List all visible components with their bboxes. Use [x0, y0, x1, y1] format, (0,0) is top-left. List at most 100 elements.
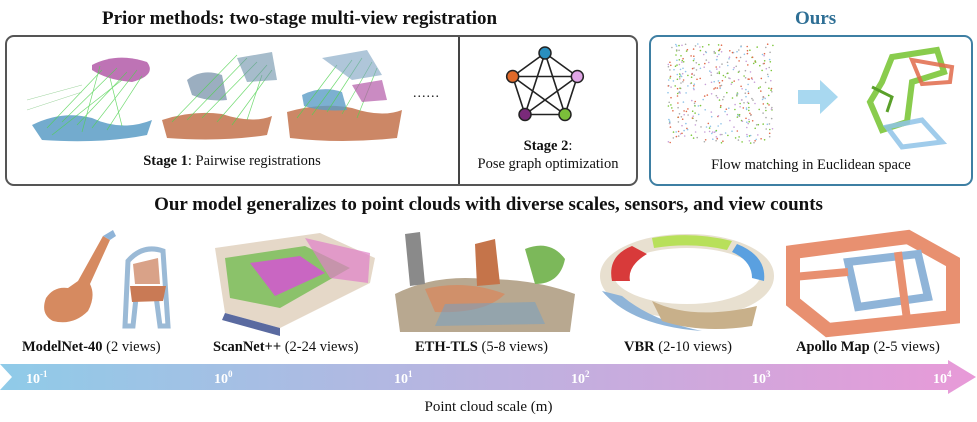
- noise-point: [770, 69, 773, 72]
- noise-point: [751, 120, 754, 122]
- noise-point: [711, 132, 713, 135]
- noise-point: [759, 64, 761, 67]
- noise-point: [681, 132, 683, 135]
- noise-point: [722, 140, 724, 142]
- noise-point: [708, 61, 710, 64]
- noise-point: [767, 75, 770, 78]
- noise-point: [764, 81, 767, 84]
- noise-point: [675, 49, 678, 51]
- noise-point: [715, 139, 717, 142]
- noise-point: [705, 126, 708, 128]
- dataset-label-modelnet: ModelNet-40 (2 views): [22, 339, 161, 356]
- noise-point: [720, 84, 723, 87]
- noise-point: [721, 133, 723, 136]
- pose-graph-edge: [524, 75, 578, 116]
- noise-point: [715, 136, 718, 138]
- noise-point: [695, 69, 698, 71]
- noise-point: [744, 69, 747, 72]
- scannet-illustration: [215, 233, 375, 336]
- noise-point: [719, 48, 721, 50]
- noise-point: [682, 57, 684, 60]
- noise-point: [737, 78, 740, 81]
- noise-point: [741, 120, 744, 122]
- noise-point: [708, 127, 711, 129]
- pairwise-pair-2: [162, 52, 277, 140]
- noise-point: [694, 131, 697, 133]
- noise-point: [703, 66, 705, 68]
- dataset-views: (2 views): [102, 339, 161, 355]
- prior-methods-title: Prior methods: two-stage multi-view regi…: [102, 8, 498, 29]
- noise-point: [690, 76, 693, 78]
- noisy-points-illustration: [667, 43, 774, 144]
- noise-point: [716, 138, 718, 140]
- noise-point: [683, 129, 685, 132]
- pose-graph-edge: [544, 52, 566, 115]
- noise-point: [693, 55, 695, 57]
- noise-point: [728, 77, 730, 79]
- noise-point: [724, 132, 727, 134]
- noise-point: [699, 104, 702, 107]
- noise-point: [768, 66, 770, 69]
- noise-point: [683, 135, 686, 137]
- noise-point: [762, 96, 765, 99]
- noise-point: [717, 49, 720, 52]
- noise-point: [676, 73, 679, 76]
- noise-point: [671, 46, 673, 49]
- noise-point: [670, 104, 672, 106]
- pose-graph-node: [518, 107, 532, 122]
- scale-arrow: [0, 360, 976, 394]
- noise-point: [682, 81, 684, 83]
- noise-point: [770, 117, 773, 120]
- noise-point: [718, 53, 720, 56]
- noise-point: [766, 123, 769, 126]
- noise-point: [667, 105, 670, 107]
- noise-point: [675, 135, 678, 138]
- noise-point: [743, 102, 745, 104]
- noise-point: [738, 136, 740, 138]
- noise-point: [682, 67, 684, 70]
- noise-point: [752, 99, 754, 101]
- noise-point: [694, 112, 696, 114]
- noise-point: [675, 54, 677, 56]
- noise-point: [740, 45, 742, 48]
- noise-point: [672, 131, 675, 133]
- stage1-label: Stage 1: [143, 153, 188, 169]
- noise-point: [768, 123, 771, 125]
- dataset-name: ScanNet++: [213, 339, 282, 355]
- noise-point: [678, 63, 681, 66]
- noise-point: [720, 44, 723, 46]
- noise-point: [766, 102, 769, 105]
- noise-point: [710, 74, 713, 76]
- noise-point: [716, 72, 719, 74]
- scale-axis-label: Point cloud scale (m): [424, 399, 553, 415]
- noise-point: [765, 128, 767, 130]
- noise-point: [768, 104, 770, 106]
- noise-point: [681, 118, 684, 120]
- noise-point: [717, 80, 720, 82]
- noise-point: [720, 51, 723, 53]
- noise-point: [676, 64, 678, 66]
- noise-point: [673, 68, 675, 71]
- noise-point: [763, 139, 766, 141]
- noise-point: [692, 48, 695, 50]
- noise-point: [760, 90, 762, 92]
- noise-point: [707, 122, 710, 125]
- noise-point: [676, 59, 678, 62]
- noise-point: [670, 64, 672, 67]
- noise-point: [672, 137, 675, 139]
- noise-point: [718, 66, 721, 68]
- noise-point: [668, 120, 671, 122]
- noise-point: [738, 115, 741, 117]
- noise-point: [685, 110, 688, 113]
- noise-point: [746, 121, 748, 123]
- noise-point: [755, 138, 757, 141]
- pose-graph-edge: [512, 75, 566, 116]
- pose-graph-node: [570, 69, 585, 84]
- noise-point: [680, 116, 683, 118]
- noise-point: [769, 51, 771, 54]
- noise-point: [768, 132, 771, 135]
- noise-point: [746, 101, 749, 104]
- noise-point: [691, 110, 694, 112]
- noise-point: [737, 114, 739, 117]
- scale-tick: 10-1: [26, 369, 48, 387]
